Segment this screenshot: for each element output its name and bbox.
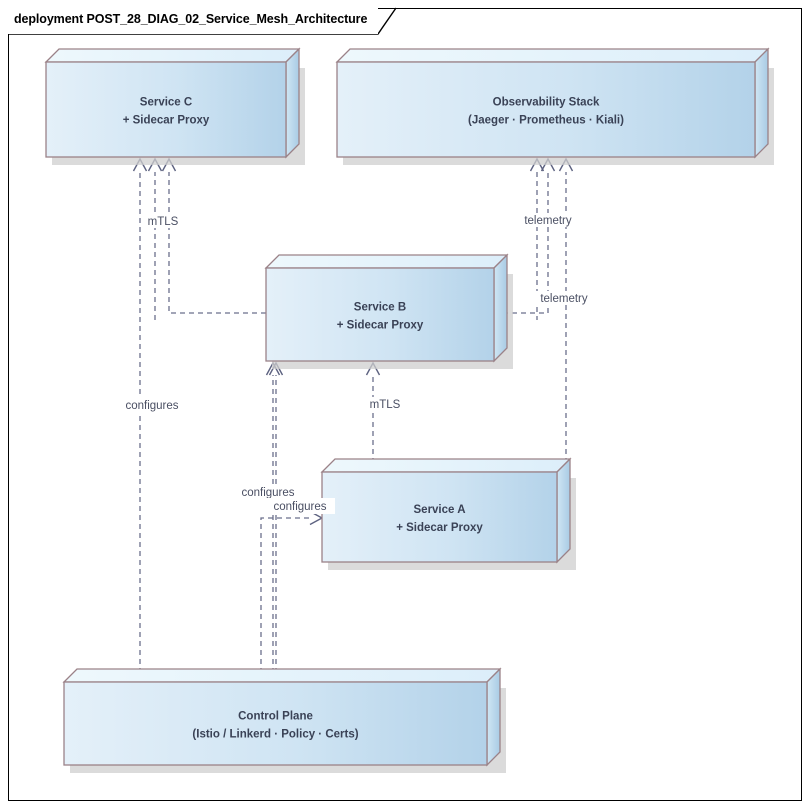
edge-label-group: telemetry	[532, 291, 596, 305]
edge-label-backdrop	[265, 498, 335, 514]
node-label-secondary: (Jaeger · Prometheus · Kiali)	[468, 115, 624, 127]
node-top-face	[62, 668, 502, 683]
node-side-face	[493, 253, 508, 363]
edge-path	[168, 172, 266, 314]
observability-stack-node[interactable]: Observability Stack (Jaeger · Prometheus …	[335, 47, 774, 165]
diagram-title-tab[interactable]	[8, 8, 378, 34]
node-label-secondary: + Sidecar Proxy	[337, 320, 424, 332]
node-label-primary: Service C	[140, 97, 192, 109]
edges-layer	[132, 157, 574, 683]
node-top-face	[264, 254, 509, 269]
edge-service-a-to-service-b-left[interactable]	[268, 361, 284, 682]
edge-mtls-service-b-to-service-c[interactable]	[147, 157, 163, 320]
edge-service-b-left-connector[interactable]	[161, 157, 267, 314]
edge-label-text: configures	[125, 400, 178, 412]
node-label-primary: Control Plane	[238, 711, 313, 723]
node-label-primary: Observability Stack	[493, 97, 600, 109]
node-side-face	[486, 667, 501, 767]
node-front-face	[45, 61, 287, 158]
edge-mtls-service-a-to-service-b[interactable]	[365, 361, 381, 472]
nodes-layer: Service C + Sidecar Proxy Observability St…	[44, 47, 774, 773]
edge-label-group: mTLS	[368, 397, 402, 411]
edge-label-text: telemetry	[540, 293, 588, 305]
edge-label-text: configures	[241, 487, 294, 499]
edge-path	[260, 517, 313, 682]
edge-label-text: telemetry	[524, 215, 572, 227]
node-label-primary: Service A	[414, 504, 466, 516]
edge-label-backdrop	[532, 291, 596, 305]
edge-label-group: mTLS	[146, 214, 180, 228]
edge-telemetry-service-a-to-observability[interactable]	[558, 157, 574, 472]
service-a-node[interactable]: Service A + Sidecar Proxy	[320, 457, 576, 570]
edge-label-group: configures	[233, 485, 303, 499]
node-front-face	[321, 471, 558, 563]
edge-label-text: configures	[273, 501, 326, 513]
node-top-face	[320, 458, 572, 473]
node-label-secondary: + Sidecar Proxy	[123, 115, 210, 127]
edge-label-group: configures	[265, 498, 335, 514]
node-front-face	[265, 267, 495, 362]
node-label-secondary: + Sidecar Proxy	[396, 522, 483, 534]
node-label-primary: Service B	[354, 302, 406, 314]
edge-configures-control-plane-to-service-a[interactable]	[260, 510, 324, 683]
node-label-secondary: (Istio / Linkerd · Policy · Certs)	[192, 729, 358, 741]
edge-label-group: configures	[117, 398, 187, 412]
edge-label-text: mTLS	[148, 216, 179, 228]
node-side-face	[285, 47, 300, 159]
edge-label-backdrop	[117, 398, 187, 412]
edge-configures-control-plane-to-service-b[interactable]	[265, 361, 281, 682]
node-front-face	[63, 681, 488, 766]
node-side-face	[754, 47, 769, 159]
node-side-face	[556, 457, 571, 564]
edge-configures-control-plane-to-service-c[interactable]	[132, 157, 148, 682]
control-plane-node[interactable]: Control Plane (Istio / Linkerd · Policy ·…	[62, 667, 506, 773]
service-b-node[interactable]: Service B + Sidecar Proxy	[264, 253, 513, 369]
service-c-node[interactable]: Service C + Sidecar Proxy	[44, 47, 305, 165]
edge-label-backdrop	[233, 485, 303, 499]
edge-labels-layer: mTLS configures telemetry telemetry mTLS conf…	[117, 213, 596, 514]
edge-label-backdrop	[516, 213, 580, 227]
edge-label-text: mTLS	[370, 399, 401, 411]
node-top-face	[44, 48, 301, 63]
node-front-face	[336, 61, 756, 158]
node-top-face	[335, 48, 770, 63]
title-tab-border	[8, 7, 397, 35]
edge-label-backdrop	[368, 397, 402, 411]
diagram-title: deployment POST_28_DIAG_02_Service_Mesh_…	[14, 12, 368, 26]
edge-label-backdrop	[146, 214, 180, 228]
edge-label-group: telemetry	[516, 213, 580, 227]
